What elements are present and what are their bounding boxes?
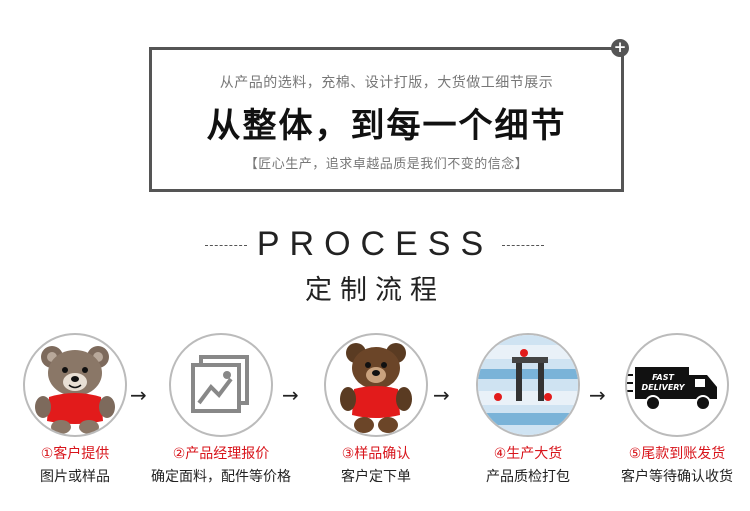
step-3-circle	[324, 333, 428, 437]
production-line-icon	[478, 335, 578, 435]
step-4-title: ④生产大货	[493, 446, 563, 462]
step-5: FAST DELIVERY ⑤尾款到账发货 客户等待确认收货	[602, 333, 750, 486]
step-1-circle	[23, 333, 127, 437]
step-1: ①客户提供 图片或样品	[0, 333, 150, 486]
step-5-circle: FAST DELIVERY	[625, 333, 729, 437]
step-3-desc: 客户定下单	[341, 469, 411, 485]
step-2-circle	[169, 333, 273, 437]
teddy-bear-brown-icon	[340, 343, 412, 433]
teddy-bear-grey-icon	[35, 346, 115, 434]
truck-text-line2: DELIVERY	[641, 383, 685, 392]
process-subheading: 定制流程	[305, 275, 445, 306]
arrow-right-icon: →	[589, 383, 606, 407]
plus-icon: +	[611, 39, 629, 57]
step-1-title: ①客户提供	[40, 446, 110, 462]
step-5-title: ⑤尾款到账发货	[628, 446, 726, 462]
step-2-desc: 确定面料，配件等价格	[151, 469, 291, 485]
arrow-right-icon: →	[130, 383, 147, 407]
step-3-title: ③样品确认	[341, 446, 411, 462]
step-4-desc: 产品质检打包	[486, 469, 570, 485]
step-4-circle	[476, 333, 580, 437]
truck-text-line1: FAST	[652, 373, 674, 382]
step-2-title: ②产品经理报价	[172, 446, 270, 462]
step-4: ④生产大货 产品质检打包	[453, 333, 603, 486]
process-heading: PROCESS	[256, 225, 494, 263]
arrow-right-icon: →	[282, 383, 299, 407]
step-1-desc: 图片或样品	[40, 469, 110, 485]
step-3: ③样品确认 客户定下单	[301, 333, 451, 486]
delivery-truck-icon: FAST DELIVERY	[627, 367, 717, 411]
intro-tagline: 【匠心生产，追求卓越品质是我们不变的信念】	[244, 157, 529, 172]
step-2: ②产品经理报价 确定面料，配件等价格	[146, 333, 296, 486]
step-5-desc: 客户等待确认收货	[621, 469, 733, 485]
heading-divider-right	[502, 245, 544, 246]
heading-divider-left	[205, 245, 247, 246]
intro-title: 从整体，到每一个细节	[206, 106, 567, 146]
intro-box: 从产品的选料，充棉、设计打版，大货做工细节展示 从整体，到每一个细节 【匠心生产…	[149, 47, 624, 192]
arrow-right-icon: →	[433, 383, 450, 407]
intro-subtitle: 从产品的选料，充棉、设计打版，大货做工细节展示	[219, 75, 554, 91]
image-gallery-icon	[191, 355, 249, 413]
